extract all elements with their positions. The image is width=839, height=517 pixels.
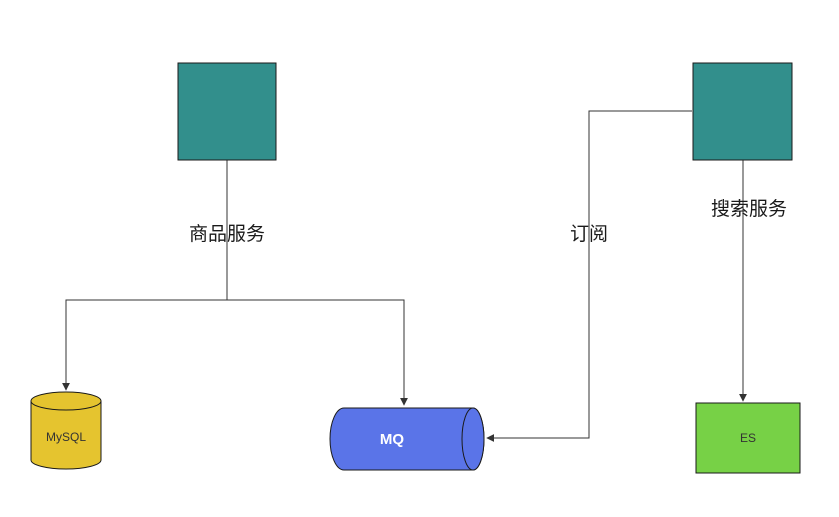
es-label: ES <box>740 431 756 445</box>
queue-cylinder-icon <box>329 407 485 471</box>
edges <box>62 110 747 442</box>
es-box <box>695 402 801 474</box>
database-cylinder-top <box>30 391 102 411</box>
subscribe-edge-label: 订阅 <box>570 223 608 245</box>
product-service-node[interactable] <box>177 62 277 161</box>
product-service-label: 商品服务 <box>189 223 265 245</box>
mq-label: MQ <box>380 431 404 448</box>
search-service-label: 搜索服务 <box>711 198 787 220</box>
mq-node[interactable]: MQ <box>329 407 485 471</box>
database-cylinder-icon <box>30 401 102 470</box>
mysql-node[interactable]: MySQL <box>30 391 102 470</box>
edge-product-to-mq[interactable] <box>227 299 408 406</box>
queue-cylinder-end <box>461 407 485 471</box>
edge-search-subscribe-mq[interactable] <box>486 110 692 442</box>
search-service-node[interactable] <box>692 62 793 161</box>
edge-product-to-mysql[interactable] <box>62 299 227 391</box>
mysql-label: MySQL <box>46 430 86 444</box>
es-node[interactable]: ES <box>695 402 801 474</box>
